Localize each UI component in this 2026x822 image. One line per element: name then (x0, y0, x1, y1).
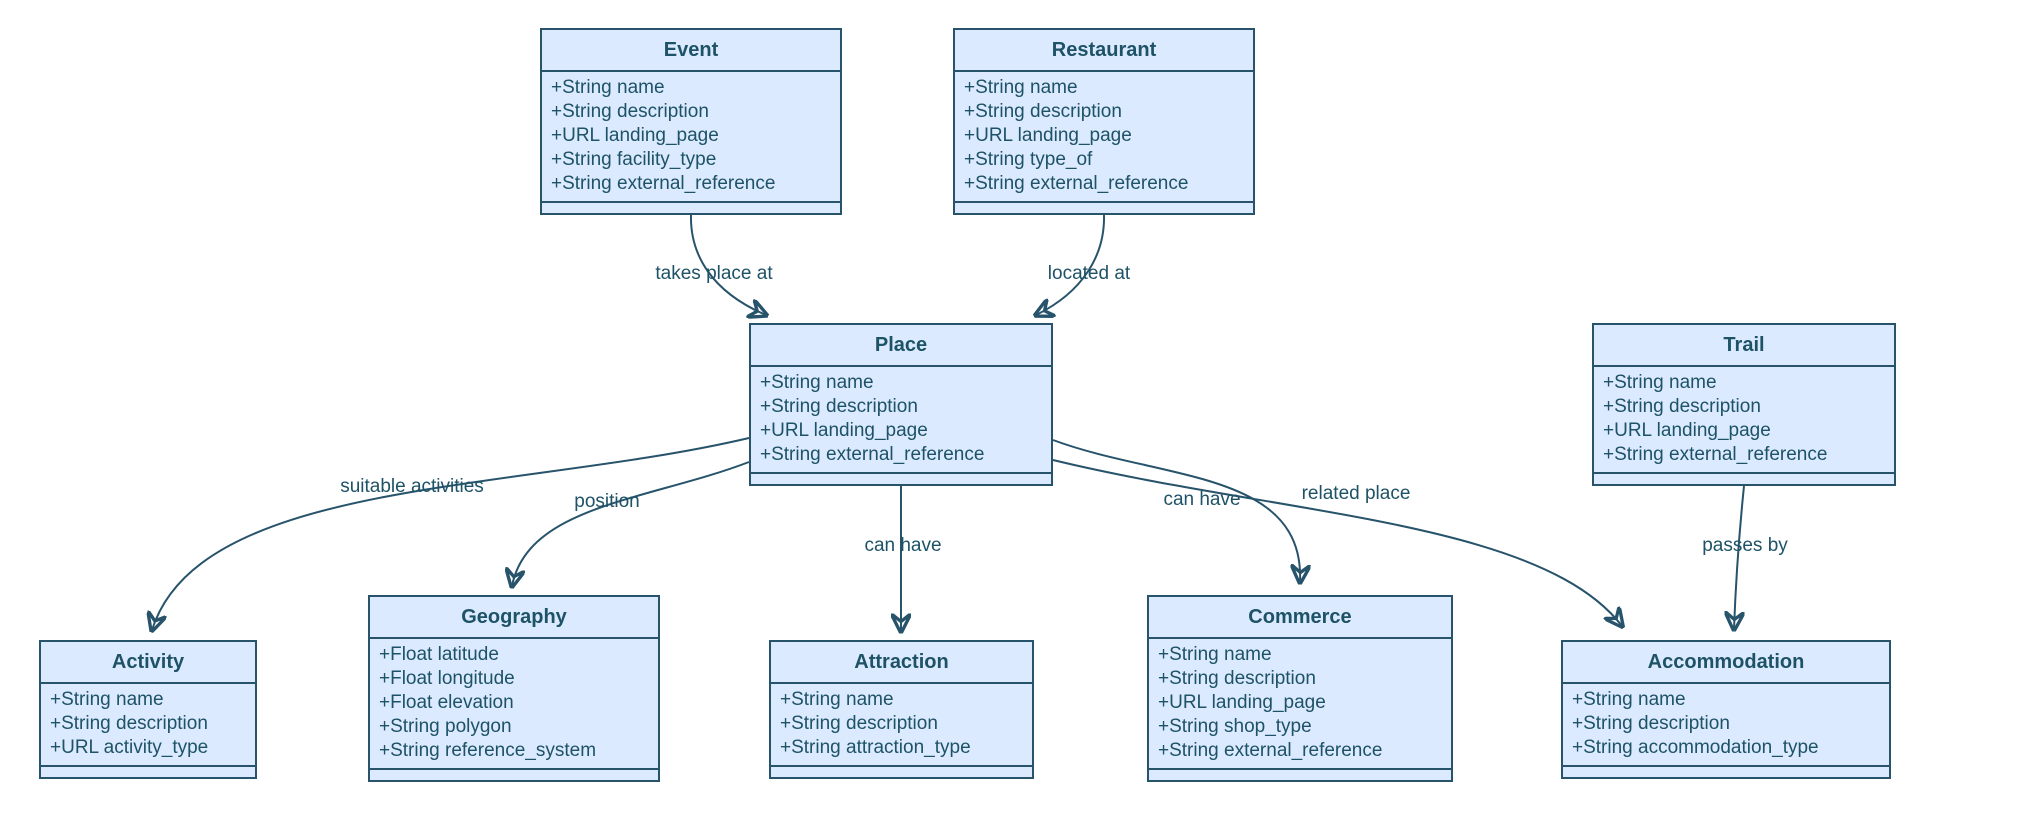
class-attraction-attributes: +String name +String description +String… (771, 684, 1032, 767)
attribute: +String reference_system (379, 740, 597, 761)
edge-place-activity (152, 437, 750, 630)
class-accommodation-title: Accommodation (1563, 642, 1889, 684)
class-restaurant-methods-compartment (955, 203, 1253, 213)
class-restaurant-attributes: +String name +String description +URL la… (955, 72, 1253, 203)
attribute: +URL landing_page (1603, 420, 1771, 441)
attribute: +Float elevation (379, 692, 514, 713)
attribute: +String name (760, 372, 874, 393)
attribute: +String facility_type (551, 149, 717, 170)
attribute: +Float latitude (379, 644, 499, 665)
attribute: +URL landing_page (760, 420, 928, 441)
class-activity-methods-compartment (41, 767, 255, 777)
class-trail-title: Trail (1594, 325, 1894, 367)
class-commerce-attributes: +String name +String description +URL la… (1149, 639, 1451, 770)
class-event: Event +String name +String description +… (540, 28, 842, 215)
attribute: +String description (1603, 396, 1761, 417)
class-commerce: Commerce +String name +String descriptio… (1147, 595, 1453, 782)
class-commerce-title: Commerce (1149, 597, 1451, 639)
attribute: +String name (551, 77, 665, 98)
class-restaurant: Restaurant +String name +String descript… (953, 28, 1255, 215)
edge-place-geography (512, 461, 750, 586)
attribute: +Float longitude (379, 668, 515, 689)
edge-place-commerce (1052, 439, 1300, 582)
class-geography-methods-compartment (370, 770, 658, 780)
class-attraction: Attraction +String name +String descript… (769, 640, 1034, 779)
edge-label-located-at: located at (1047, 263, 1131, 284)
class-attraction-methods-compartment (771, 767, 1032, 777)
attribute: +String description (780, 713, 938, 734)
edge-trail-accommodation (1734, 485, 1745, 629)
attribute: +URL landing_page (964, 125, 1132, 146)
attribute: +String name (780, 689, 894, 710)
attribute: +String external_reference (1603, 444, 1828, 465)
attribute: +String polygon (379, 716, 512, 737)
attribute: +String shop_type (1158, 716, 1312, 737)
class-place-attributes: +String name +String description +URL la… (751, 367, 1051, 474)
class-commerce-methods-compartment (1149, 770, 1451, 780)
attribute: +String name (1572, 689, 1686, 710)
class-place-methods-compartment (751, 474, 1051, 484)
class-place-title: Place (751, 325, 1051, 367)
class-activity: Activity +String name +String descriptio… (39, 640, 257, 779)
class-geography-title: Geography (370, 597, 658, 639)
edge-label-suitable-activities: suitable activities (340, 476, 484, 497)
class-restaurant-title: Restaurant (955, 30, 1253, 72)
attribute: +String external_reference (760, 444, 985, 465)
edge-label-related-place: related place (1301, 483, 1411, 504)
attribute: +String name (964, 77, 1078, 98)
edge-label-takes-place-at: takes place at (655, 263, 773, 284)
class-geography: Geography +Float latitude +Float longitu… (368, 595, 660, 782)
class-activity-attributes: +String name +String description +URL ac… (41, 684, 255, 767)
edge-label-can-have-commerce: can have (1163, 489, 1241, 510)
class-accommodation-attributes: +String name +String description +String… (1563, 684, 1889, 767)
class-geography-attributes: +Float latitude +Float longitude +Float … (370, 639, 658, 770)
attribute: +String description (1158, 668, 1316, 689)
class-trail-attributes: +String name +String description +URL la… (1594, 367, 1894, 474)
attribute: +String external_reference (1158, 740, 1383, 761)
edge-label-can-have-attraction: can have (864, 535, 942, 556)
attribute: +URL landing_page (1158, 692, 1326, 713)
attribute: +String accommodation_type (1572, 737, 1819, 758)
attribute: +String description (760, 396, 918, 417)
class-accommodation: Accommodation +String name +String descr… (1561, 640, 1891, 779)
class-place: Place +String name +String description +… (749, 323, 1053, 486)
attribute: +String name (1158, 644, 1272, 665)
class-attraction-title: Attraction (771, 642, 1032, 684)
class-activity-title: Activity (41, 642, 255, 684)
class-trail-methods-compartment (1594, 474, 1894, 484)
edge-restaurant-place (1036, 214, 1106, 315)
attribute: +String type_of (964, 149, 1093, 170)
class-event-methods-compartment (542, 203, 840, 213)
attribute: +URL activity_type (50, 737, 209, 758)
attribute: +String external_reference (964, 173, 1189, 194)
class-trail: Trail +String name +String description +… (1592, 323, 1896, 486)
edge-label-passes-by: passes by (1702, 535, 1788, 556)
attribute: +String name (1603, 372, 1717, 393)
attribute: +String description (50, 713, 208, 734)
class-event-title: Event (542, 30, 840, 72)
attribute: +String description (964, 101, 1122, 122)
attribute: +URL landing_page (551, 125, 719, 146)
attribute: +String attraction_type (780, 737, 971, 758)
edge-event-place (689, 214, 766, 315)
edge-place-accommodation (1052, 459, 1622, 626)
edge-label-position: position (574, 491, 640, 512)
attribute: +String description (551, 101, 709, 122)
class-event-attributes: +String name +String description +URL la… (542, 72, 840, 203)
attribute: +String name (50, 689, 164, 710)
attribute: +String external_reference (551, 173, 776, 194)
class-accommodation-methods-compartment (1563, 767, 1889, 777)
attribute: +String description (1572, 713, 1730, 734)
